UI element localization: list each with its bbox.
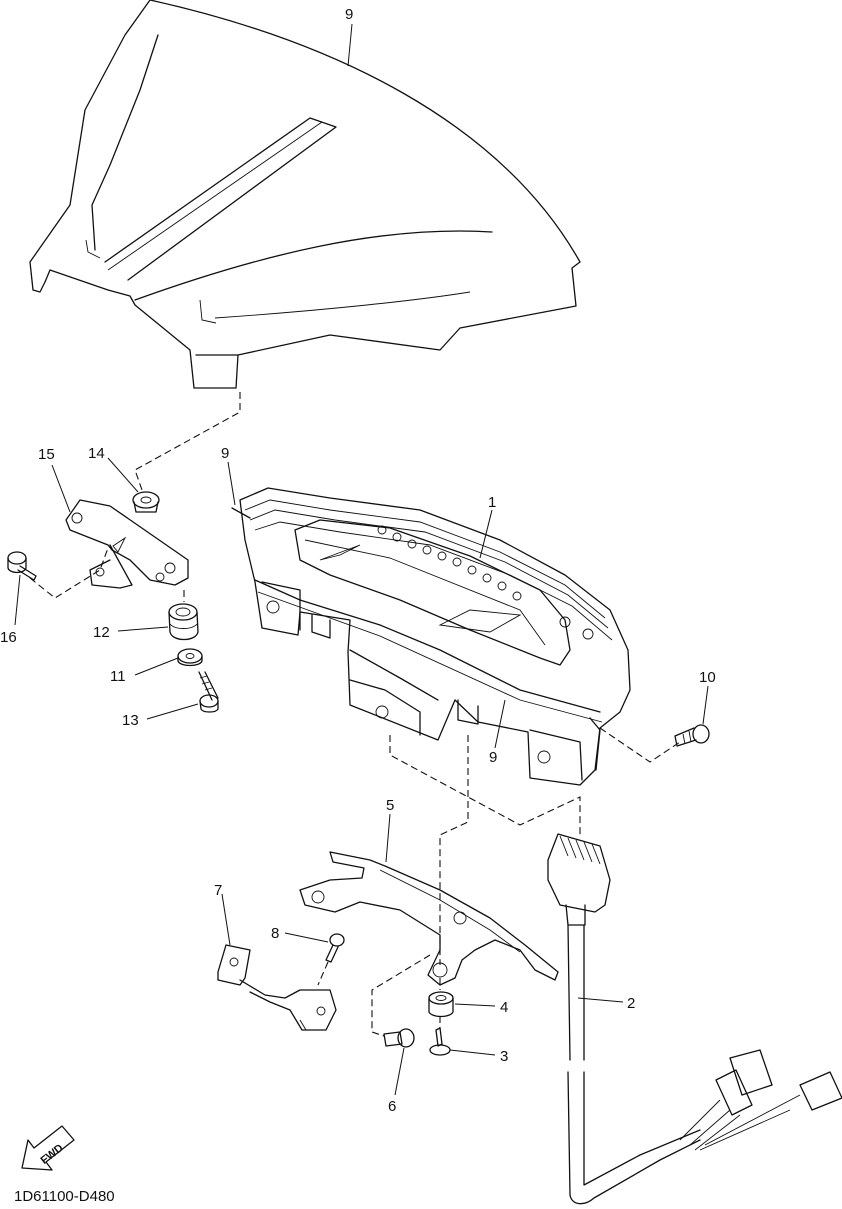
screw-part-3 — [429, 1027, 451, 1056]
assembly-lines — [29, 392, 681, 1037]
callout-4: 4 — [500, 999, 508, 1016]
callout-2: 2 — [627, 995, 635, 1012]
callout-10: 9 — [345, 6, 353, 23]
fwd-arrow: FWD — [21, 1125, 75, 1171]
callout-14: 13 — [122, 712, 139, 729]
screw-part-17 — [7, 551, 37, 581]
callout-8: 8 — [271, 925, 279, 942]
bracket-part-16 — [65, 499, 189, 589]
diagram-code: 1D61100-D480 — [14, 1188, 115, 1205]
callout-13: 12 — [93, 624, 110, 641]
callout-1: 1 — [488, 494, 496, 511]
callout-3: 3 — [500, 1048, 508, 1065]
callout-16: 15 — [38, 446, 55, 463]
callout-12: 11 — [110, 668, 126, 685]
leader-lines — [14, 23, 709, 1096]
callout-7: 7 — [214, 882, 222, 899]
callout-15: 14 — [88, 445, 105, 462]
callout-labels: 9 1 9 9 14 15 16 12 11 13 10 5 7 8 2 4 3… — [0, 6, 716, 1115]
damper-part-4 — [428, 991, 454, 1018]
callout-6: 6 — [388, 1098, 396, 1115]
stay-part-5 — [299, 851, 559, 986]
washer-part-12 — [177, 648, 203, 667]
bracket-part-7 — [217, 944, 337, 1031]
bolt-part-6 — [383, 1028, 415, 1048]
callout-9a: 9 — [221, 445, 229, 462]
meter-assembly-part-1 — [231, 487, 631, 786]
callout-17: 16 — [0, 629, 17, 646]
damper-part-13 — [168, 603, 199, 641]
fwd-label: FWD — [39, 1142, 66, 1167]
callout-5: 5 — [386, 797, 394, 814]
bolt-part-14 — [198, 671, 219, 713]
screw-part-8 — [325, 933, 345, 963]
screw-part-11 — [674, 724, 710, 747]
wire-harness-part-2 — [547, 833, 842, 1205]
grommet-part-15 — [132, 491, 160, 513]
callout-11: 10 — [699, 669, 716, 686]
callout-9b: 9 — [489, 749, 497, 766]
windscreen-part-10 — [29, 0, 581, 389]
